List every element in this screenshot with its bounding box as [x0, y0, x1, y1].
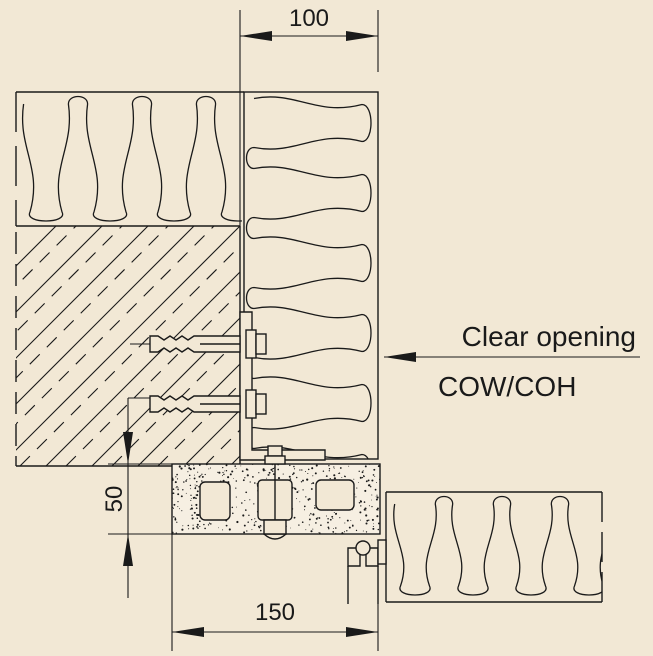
- blade-seal-profile: [347, 539, 387, 604]
- dimension-side-label: 50: [101, 486, 128, 513]
- steel-angle-bracket: [239, 311, 326, 461]
- anchor-bolt-lower: [149, 389, 267, 419]
- anchor-bolt-upper: [149, 329, 267, 359]
- dimension-bottom-label: 150: [255, 599, 295, 626]
- clear-opening-leader: [384, 352, 640, 362]
- insulation-bottom-right: [385, 491, 603, 603]
- dimension-bottom-150: [171, 534, 379, 651]
- dimension-top-100: [239, 10, 379, 226]
- dimension-side-50: [108, 343, 172, 598]
- clear-opening-label: Clear opening: [462, 321, 636, 352]
- cow-coh-label: COW/COH: [438, 371, 576, 402]
- damper-frame-block: [171, 445, 381, 540]
- insulation-top-left: [15, 91, 244, 226]
- dimension-top-label: 100: [289, 5, 329, 32]
